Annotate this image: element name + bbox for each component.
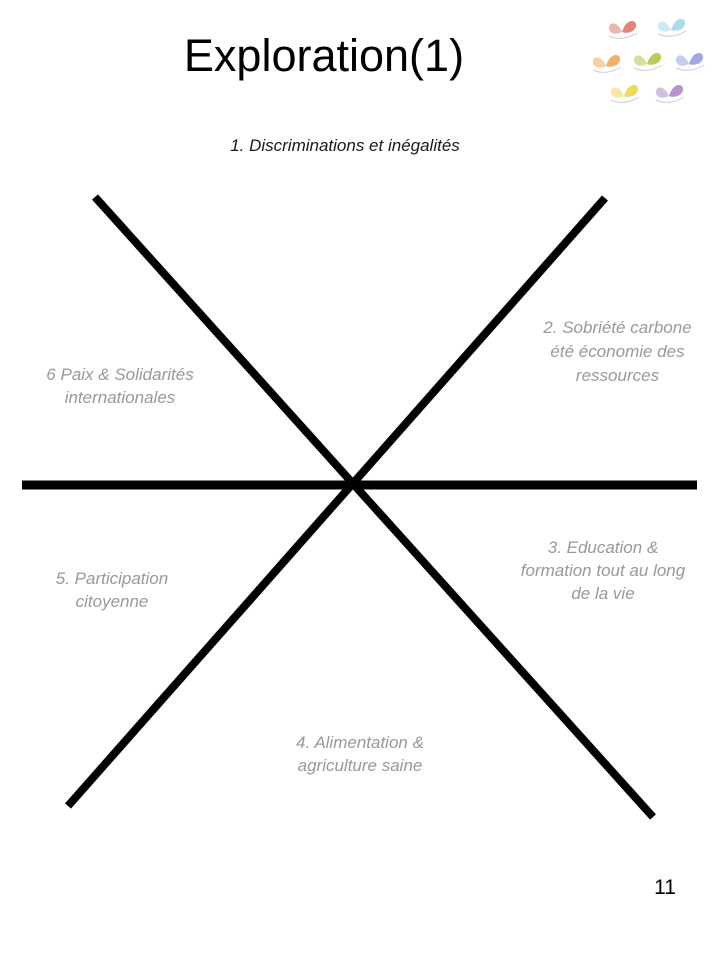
lightblue-butterfly-icon [657, 19, 687, 37]
yellow-butterfly-icon [610, 85, 640, 103]
axis-label-sobriete-carbone: 2. Sobriété carbone été économie des res… [543, 318, 692, 385]
coral-butterfly-icon [608, 21, 638, 39]
axis-line-diagonal-trbl [65, 195, 608, 809]
axis-label-paix-solidarites: 6 Paix & Solidarités internationales [46, 365, 194, 407]
slide-title: Exploration(1) [183, 30, 465, 81]
purple-butterfly-icon [655, 85, 685, 103]
green-butterfly-icon [633, 53, 663, 71]
orange-butterfly-icon [592, 55, 622, 73]
axis-label-education-formation: 3. Education & formation tout au long de… [520, 538, 686, 603]
periwinkle-butterfly-icon [675, 53, 705, 71]
axis-label-participation-citoyenne: 5. Participation citoyenne [55, 569, 169, 611]
axis-label-discriminations: 1. Discriminations et inégalités [230, 136, 460, 155]
butterfly-logo [580, 8, 720, 112]
page-number: 11 [654, 876, 676, 899]
axis-line-diagonal-tlbr [92, 194, 656, 820]
axis-label-alimentation-agriculture: 4. Alimentation & agriculture saine [296, 733, 424, 775]
